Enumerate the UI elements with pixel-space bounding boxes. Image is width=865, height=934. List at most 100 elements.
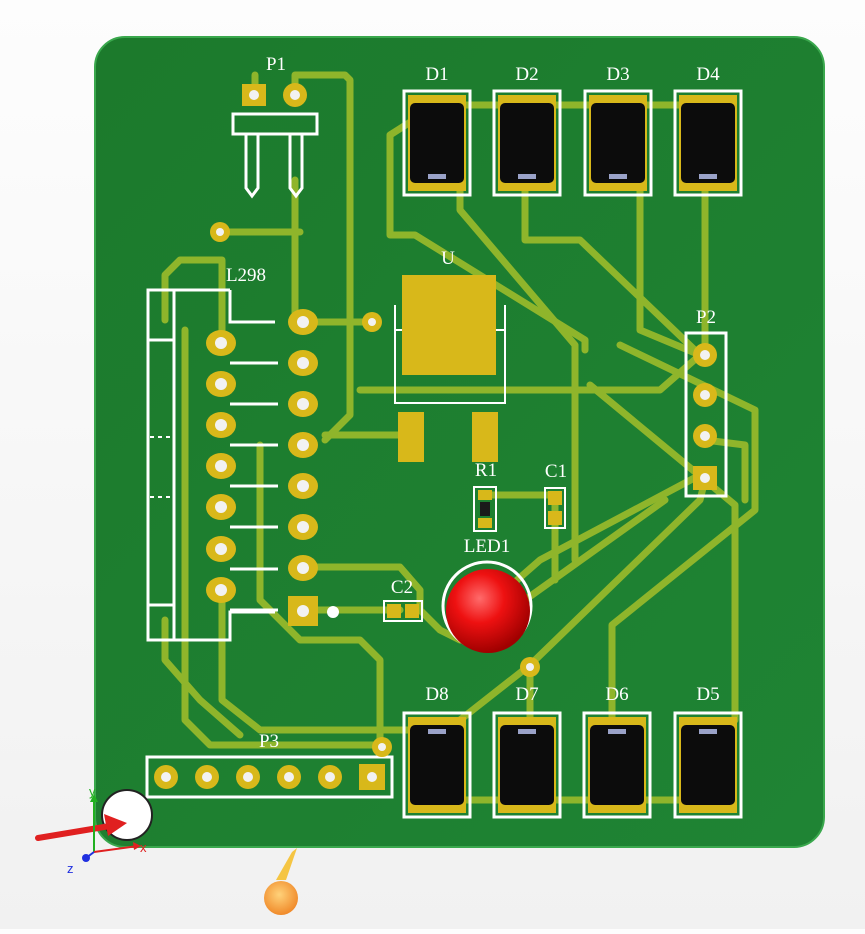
D6-silkscreen-outline: [582, 711, 652, 819]
L298-pad-right-hole: [297, 357, 309, 369]
axis-x-line: [93, 845, 139, 853]
C2-pad-left: [387, 604, 401, 618]
origin-arrow-head: [104, 814, 127, 836]
label-P3: P3: [258, 731, 280, 752]
component-R1[interactable]: [473, 486, 497, 532]
L298-pad-left-hole: [215, 378, 227, 390]
LED1-dome: [446, 569, 530, 653]
D7-body: [500, 725, 554, 805]
P3-pad-hole: [243, 772, 253, 782]
label-C1: C1: [544, 461, 568, 482]
D5-cathode-band: [699, 729, 717, 734]
light-source-icon[interactable]: [264, 848, 298, 915]
label-L298: L298: [225, 265, 267, 286]
D2-silkscreen-outline: [492, 89, 562, 197]
label-D1: D1: [425, 64, 449, 85]
L298-pad-right-hole: [297, 480, 309, 492]
R1-pad-bottom: [478, 518, 492, 528]
C2-silkscreen-outline: [383, 600, 423, 622]
L298-pad-left-hole: [215, 584, 227, 596]
axis-z-head: [82, 854, 90, 862]
D4-cathode-band: [699, 174, 717, 179]
L298-pad-right-hole: [297, 316, 309, 328]
L298-pin1-marker: [327, 606, 339, 618]
via-top-left-hole: [216, 228, 224, 236]
component-P1[interactable]: [231, 83, 319, 199]
D2-body: [500, 103, 554, 183]
D4-body: [681, 103, 735, 183]
C2-pad-right: [405, 604, 419, 618]
component-D3[interactable]: [583, 89, 653, 197]
light-source-bulb: [264, 881, 298, 915]
component-D8[interactable]: [402, 711, 472, 819]
origin-marker-icon: [35, 789, 153, 841]
D5-body: [681, 725, 735, 805]
U-pad-right: [472, 412, 498, 462]
P3-pad-hole: [202, 772, 212, 782]
D1-silkscreen-outline: [402, 89, 472, 197]
P2-pad-3-hole: [700, 431, 710, 441]
P2-pad-4-hole: [700, 473, 710, 483]
C1-pad-bottom: [548, 511, 562, 525]
light-source-beam: [276, 848, 297, 880]
D3-silkscreen-outline: [583, 89, 653, 197]
component-D6[interactable]: [582, 711, 652, 819]
P3-pad-hole: [284, 772, 294, 782]
component-P3[interactable]: [145, 737, 394, 799]
D3-body: [591, 103, 645, 183]
D2-cathode-band: [518, 174, 536, 179]
label-D6: D6: [605, 684, 629, 705]
label-U: U: [441, 248, 455, 269]
component-C1[interactable]: [544, 487, 566, 529]
L298-silkscreen-outline: [146, 288, 275, 642]
U-via-hole: [368, 318, 376, 326]
P1-pin-outline-left: [244, 134, 260, 199]
P3-pad-square-hole: [367, 772, 377, 782]
component-P2[interactable]: [684, 331, 728, 498]
D3-cathode-band: [609, 174, 627, 179]
L298-pad-left-hole: [215, 501, 227, 513]
R1-silkscreen-outline: [473, 486, 497, 532]
L298-pins: [206, 309, 339, 626]
component-D2[interactable]: [492, 89, 562, 197]
label-D8: D8: [425, 684, 449, 705]
P2-pad-2-hole: [700, 390, 710, 400]
L298-pad-left-hole: [215, 460, 227, 472]
component-D7[interactable]: [492, 711, 562, 819]
component-U[interactable]: [362, 275, 506, 462]
L298-pad-right-hole: [297, 562, 309, 574]
component-C2[interactable]: [383, 600, 423, 622]
label-D3: D3: [606, 64, 630, 85]
label-C2: C2: [390, 577, 414, 598]
label-D5: D5: [696, 684, 720, 705]
L298-pad-left-hole: [215, 419, 227, 431]
D7-cathode-band: [518, 729, 536, 734]
P3-pad-hole: [325, 772, 335, 782]
D4-silkscreen-outline: [673, 89, 743, 197]
axis-z-label: z: [67, 861, 74, 876]
D8-silkscreen-outline: [402, 711, 472, 819]
axis-y-label: y: [89, 784, 96, 799]
L298-pad-right-hole: [297, 439, 309, 451]
D1-cathode-band: [428, 174, 446, 179]
label-D2: D2: [515, 64, 539, 85]
U-silkscreen-outline: [394, 305, 506, 404]
P1-silkscreen-body: [231, 112, 319, 136]
component-D1[interactable]: [402, 89, 472, 197]
label-LED1: LED1: [463, 536, 511, 557]
R1-pad-top: [478, 490, 492, 500]
R1-body: [480, 502, 490, 516]
component-L298[interactable]: [146, 288, 339, 642]
D6-body: [590, 725, 644, 805]
D8-cathode-band: [428, 729, 446, 734]
P2-silkscreen-outline: [684, 331, 728, 498]
diode-array: [402, 89, 743, 819]
via-p3-hole: [378, 743, 386, 751]
L298-pad-right-hole: [297, 521, 309, 533]
component-LED1[interactable]: [441, 560, 540, 677]
component-D5[interactable]: [673, 711, 743, 819]
P3-pad-hole: [161, 772, 171, 782]
component-D4[interactable]: [673, 89, 743, 197]
